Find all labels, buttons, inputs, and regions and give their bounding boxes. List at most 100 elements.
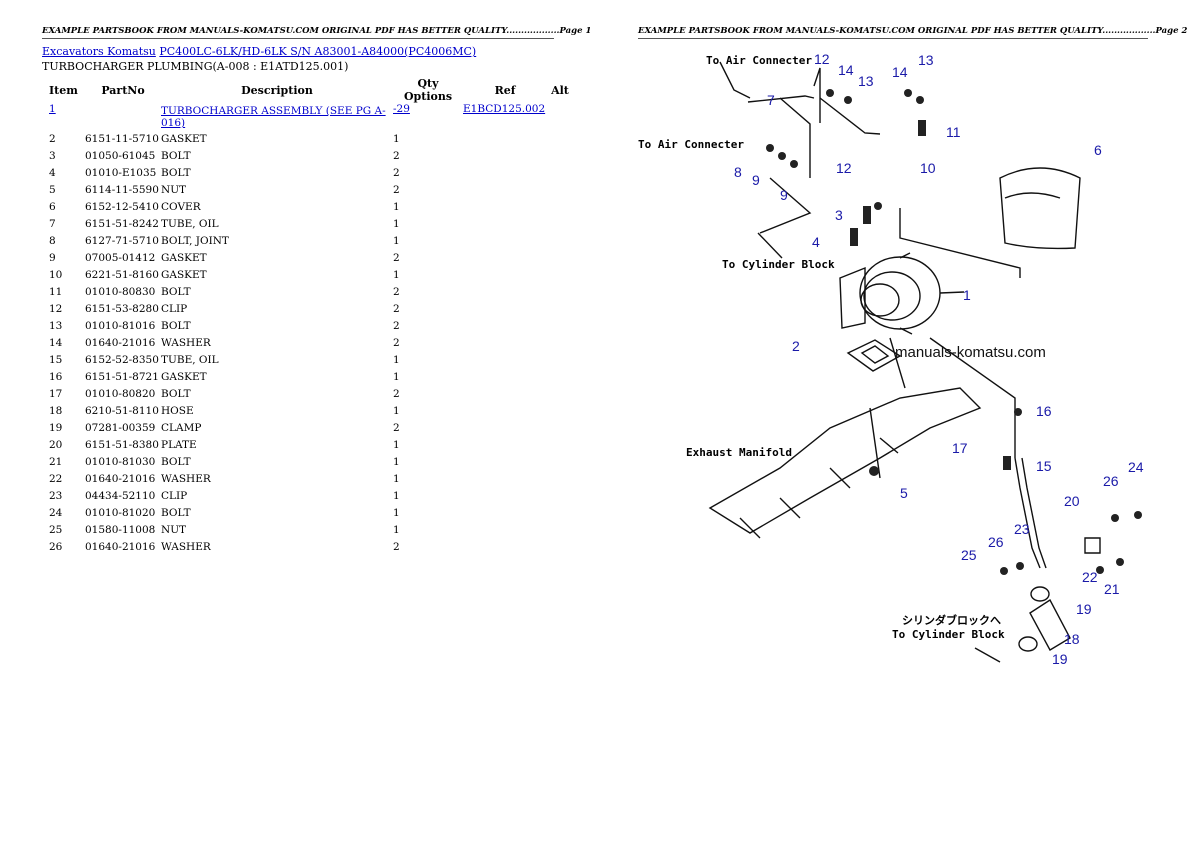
callout-5[interactable]: 5 xyxy=(900,485,908,501)
column-header-options: Options xyxy=(403,90,453,103)
parts-table: Item PartNo Description Qty Options Ref … xyxy=(42,77,573,558)
breadcrumb-link-category[interactable]: Excavators Komatsu xyxy=(42,45,156,58)
qty-cell: 2 xyxy=(393,320,400,332)
partno-cell: 01640-21016 xyxy=(85,541,156,553)
callout-21[interactable]: 21 xyxy=(1104,581,1120,597)
qty-cell: 2 xyxy=(393,252,400,264)
diagram-hardware xyxy=(766,89,1142,575)
qty-cell: 1 xyxy=(393,371,400,383)
description-cell: NUT xyxy=(161,524,187,536)
callout-10[interactable]: 10 xyxy=(920,160,936,176)
description-cell: GASKET xyxy=(161,133,207,145)
partno-cell: 6221-51-8160 xyxy=(85,269,159,281)
qty-cell: 1 xyxy=(393,201,400,213)
item-cell: 19 xyxy=(49,422,63,434)
qty-link[interactable]: -29 xyxy=(393,103,410,115)
callout-15[interactable]: 15 xyxy=(1036,458,1052,474)
callout-26-upper[interactable]: 26 xyxy=(1103,473,1119,489)
qty-cell: 1 xyxy=(393,133,400,145)
partno-cell: 6210-51-8110 xyxy=(85,405,159,417)
callout-22[interactable]: 22 xyxy=(1082,569,1098,585)
callout-26-lower[interactable]: 26 xyxy=(988,534,1004,550)
description-link[interactable]: TURBOCHARGER ASSEMBLY (SEE PG A-016) xyxy=(161,105,386,129)
callout-17[interactable]: 17 xyxy=(952,440,968,456)
partno-cell: 07005-01412 xyxy=(85,252,156,264)
callout-14-right[interactable]: 14 xyxy=(892,64,908,80)
item-cell: 23 xyxy=(49,490,63,502)
description-cell: WASHER xyxy=(161,337,211,349)
item-cell: 22 xyxy=(49,473,63,485)
watermark: manuals-komatsu.com xyxy=(895,344,1046,361)
column-header-description: Description xyxy=(241,83,313,97)
description-cell: BOLT, JOINT xyxy=(161,235,229,247)
description-cell: TUBE, OIL xyxy=(161,354,219,366)
partno-cell: 01640-21016 xyxy=(85,337,156,349)
item-cell: 6 xyxy=(49,201,56,213)
callout-24[interactable]: 24 xyxy=(1128,459,1144,475)
callout-20[interactable]: 20 xyxy=(1064,493,1080,509)
label-to-air-connecter-top: To Air Connecter xyxy=(706,54,812,67)
callout-9-lower[interactable]: 9 xyxy=(780,187,788,203)
callout-1[interactable]: 1 xyxy=(963,287,971,303)
description-cell: BOLT xyxy=(161,388,191,400)
item-cell: 9 xyxy=(49,252,56,264)
item-cell: 21 xyxy=(49,456,63,468)
callout-9-upper[interactable]: 9 xyxy=(752,172,760,188)
item-cell: 24 xyxy=(49,507,63,519)
description-cell: HOSE xyxy=(161,405,194,417)
item-cell: 3 xyxy=(49,150,56,162)
callout-12-mid[interactable]: 12 xyxy=(836,160,852,176)
callout-13-right[interactable]: 13 xyxy=(918,52,934,68)
callout-19-upper[interactable]: 19 xyxy=(1076,601,1092,617)
partno-cell: 07281-00359 xyxy=(85,422,156,434)
callout-25[interactable]: 25 xyxy=(961,547,977,563)
partno-cell: 6114-11-5590 xyxy=(85,184,159,196)
item-cell: 8 xyxy=(49,235,56,247)
partno-cell: 01640-21016 xyxy=(85,473,156,485)
description-cell: BOLT xyxy=(161,167,191,179)
partno-cell: 6151-11-5710 xyxy=(85,133,159,145)
label-to-cylinder-block-lower: To Cylinder Block xyxy=(892,628,1005,641)
callout-3[interactable]: 3 xyxy=(835,207,843,223)
partno-cell: 6127-71-5710 xyxy=(85,235,159,247)
column-header-alt: Alt xyxy=(551,83,569,97)
label-japanese-cylinder-block: シリンダブロックへ xyxy=(902,613,1001,627)
column-header-item: Item xyxy=(49,83,78,97)
callout-16[interactable]: 16 xyxy=(1036,403,1052,419)
callout-23[interactable]: 23 xyxy=(1014,521,1030,537)
partno-cell: 6152-52-8350 xyxy=(85,354,159,366)
item-cell: 17 xyxy=(49,388,63,400)
callout-19-lower[interactable]: 19 xyxy=(1052,651,1068,667)
callout-6[interactable]: 6 xyxy=(1094,142,1102,158)
callout-4[interactable]: 4 xyxy=(812,234,820,250)
callout-12-top[interactable]: 12 xyxy=(814,51,830,67)
callout-2[interactable]: 2 xyxy=(792,338,800,354)
breadcrumb-link-model[interactable]: PC400LC-6LK/HD-6LK S/N A83001-A84000(PC4… xyxy=(159,45,477,58)
table-header-row: Item PartNo Description Qty Options Ref … xyxy=(42,77,573,103)
callout-11[interactable]: 11 xyxy=(946,124,961,140)
partno-cell xyxy=(85,103,161,133)
qty-cell: 1 xyxy=(393,439,400,451)
description-cell: TUBE, OIL xyxy=(161,218,219,230)
item-cell: 16 xyxy=(49,371,63,383)
ref-link[interactable]: E1BCD125.002 xyxy=(463,103,546,115)
callout-8[interactable]: 8 xyxy=(734,164,742,180)
callout-13-left[interactable]: 13 xyxy=(858,73,874,89)
qty-cell: 1 xyxy=(393,235,400,247)
callout-18[interactable]: 18 xyxy=(1064,631,1080,647)
item-link[interactable]: 1 xyxy=(49,103,56,115)
callout-7[interactable]: 7 xyxy=(767,92,775,108)
callout-14-left[interactable]: 14 xyxy=(838,62,854,78)
item-cell: 10 xyxy=(49,269,63,281)
parts-diagram: To Air Connecter To Air Connecter To Cyl… xyxy=(638,51,1144,667)
